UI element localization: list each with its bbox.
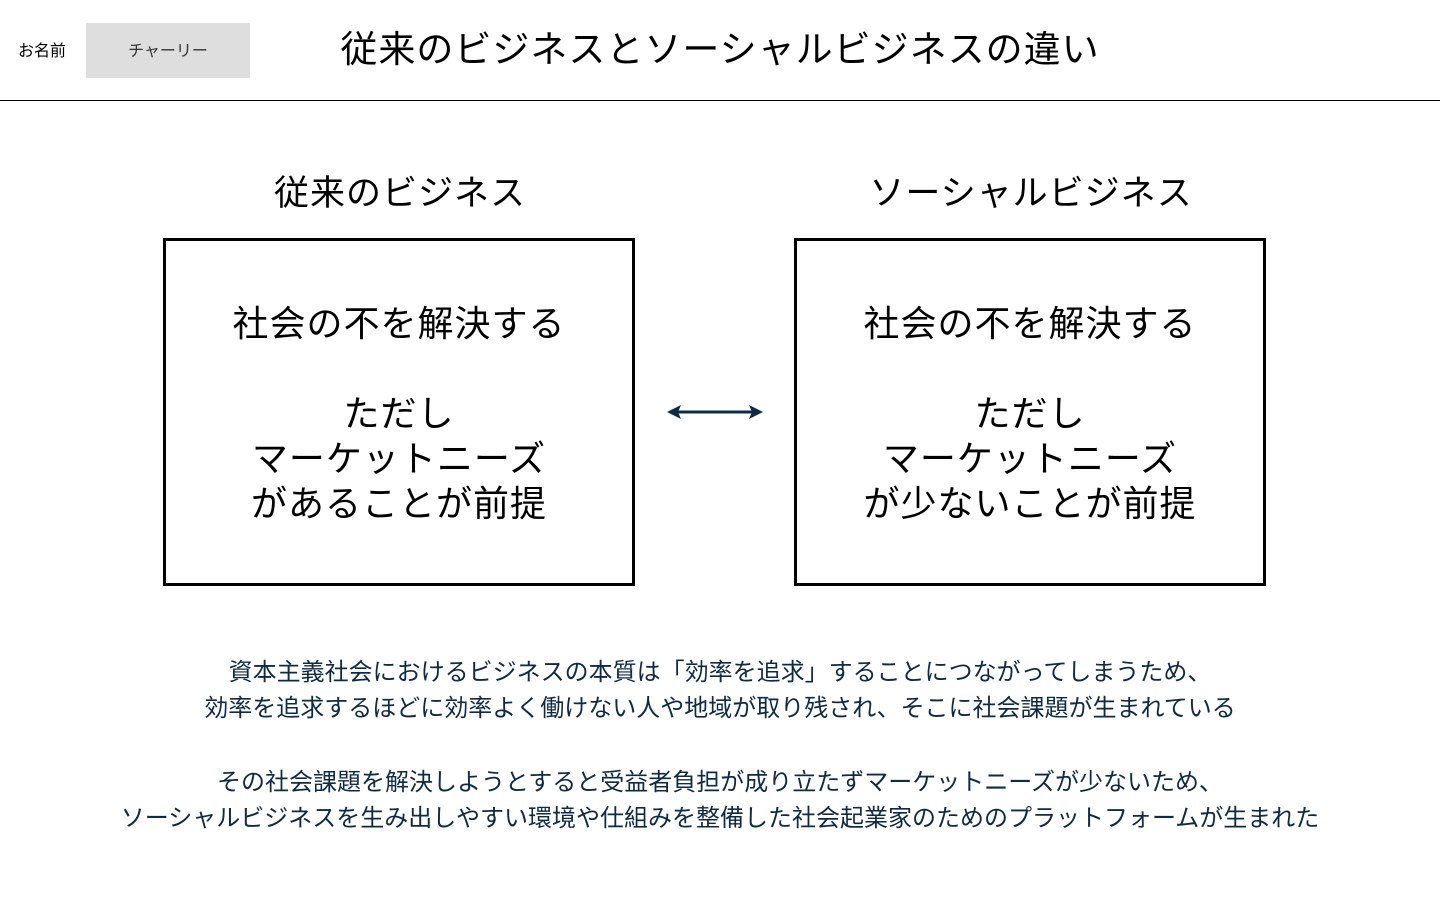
explanation-line: ソーシャルビジネスを生み出しやすい環境や仕組みを整備した社会起業家のためのプラッ…	[120, 804, 1320, 832]
box-line: ただし	[343, 394, 455, 435]
box-line: ただし	[974, 394, 1086, 435]
box-line: 社会の不を解決する	[232, 304, 566, 345]
explanation-line: 資本主義社会におけるビジネスの本質は「効率を追求」することにつながってしまうため…	[228, 658, 1212, 686]
name-field[interactable]: チャーリー	[86, 23, 250, 78]
explanation-paragraph-1: 資本主義社会におけるビジネスの本質は「効率を追求」することにつながってしまうため…	[0, 654, 1440, 726]
explanation-line: その社会課題を解決しようとすると受益者負担が成り立たずマーケットニーズが少ないた…	[216, 768, 1224, 796]
explanation-paragraph-2: その社会課題を解決しようとすると受益者負担が成り立たずマーケットニーズが少ないた…	[0, 764, 1440, 836]
box-line: マーケットニーズ	[251, 439, 547, 480]
page-title: 従来のビジネスとソーシャルビジネスの違い	[340, 28, 1100, 71]
box-line: マーケットニーズ	[882, 439, 1178, 480]
social-business-box: 社会の不を解決する ただし マーケットニーズ が少ないことが前提	[794, 238, 1266, 586]
explanation-line: 効率を追求するほどに効率よく働けない人や地域が取り残され、そこに社会課題が生まれ…	[204, 694, 1236, 722]
box-line: が少ないことが前提	[863, 484, 1197, 525]
traditional-business-heading: 従来のビジネス	[273, 174, 526, 214]
box-line: があることが前提	[250, 484, 547, 525]
box-line: 社会の不を解決する	[863, 304, 1197, 345]
name-label: お名前	[18, 41, 67, 60]
social-business-heading: ソーシャルビジネス	[869, 174, 1193, 214]
header-divider	[0, 100, 1440, 101]
double-arrow-icon	[667, 405, 763, 419]
traditional-business-box: 社会の不を解決する ただし マーケットニーズ があることが前提	[163, 238, 635, 586]
